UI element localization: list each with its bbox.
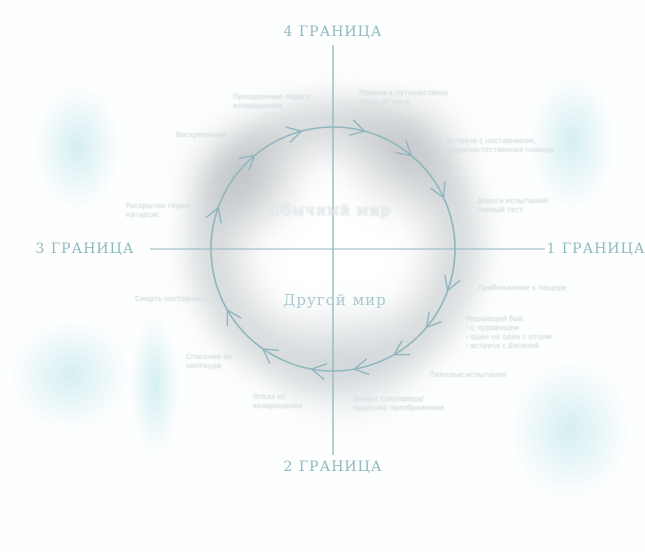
arrow-mark: [285, 126, 303, 144]
stage-label: Воскрешение: [176, 131, 227, 139]
cloud: [180, 110, 310, 250]
stage-label: Спасение из ниоткуда: [186, 353, 232, 370]
stage-label: Встреча с наставником, сверхъестественна…: [447, 137, 555, 154]
stage-label: Дорога испытаний/ первый тест: [477, 197, 549, 214]
arrow-mark: [444, 274, 461, 293]
hero-figure-warrior: [10, 320, 130, 430]
stage-label: Решающий бой: - с чудовищем - один на од…: [466, 315, 552, 350]
arrow-mark: [395, 140, 413, 157]
arrow-mark: [205, 205, 222, 224]
hero-figure-soldier: [130, 315, 180, 455]
stage-label: Приближение к пещере: [478, 284, 567, 292]
arrow-mark: [310, 363, 328, 380]
ordinary-world-label: Обычный мир: [268, 201, 392, 219]
journey-circle: [210, 126, 456, 372]
other-world-label: Другой мир: [283, 291, 387, 309]
arrow-mark: [261, 348, 280, 364]
stage-label: Преодоление порога возвращения: [233, 93, 311, 110]
border-1-label: 1 ГРАНИЦА: [546, 241, 645, 257]
hero-figure-orator: [510, 360, 630, 500]
arrow-mark: [352, 358, 370, 376]
hero-figure-wrestlers: [530, 75, 615, 210]
hero-figure-torch: [35, 85, 120, 210]
stage-label: Призыв к путешествию/ отказ от него: [359, 89, 448, 106]
border-3-label: 3 ГРАНИЦА: [35, 241, 135, 257]
arrow-mark: [238, 154, 256, 171]
border-2-label: 2 ГРАНИЦА: [283, 459, 383, 475]
stage-label: Захват сокровища/ чудесное преображение: [353, 395, 445, 412]
stage-label: Тяжелые испытания: [430, 371, 506, 379]
arrow-mark: [429, 181, 446, 199]
arrow-mark: [425, 311, 442, 329]
arrow-mark: [226, 308, 242, 327]
arrow-mark: [348, 119, 366, 136]
stage-label: Смерть наставника: [135, 295, 208, 303]
border-4-label: 4 ГРАНИЦА: [283, 24, 383, 40]
stage-label: Раскрытие героя/ катарсис: [126, 202, 191, 219]
arrow-mark: [392, 340, 411, 356]
stage-label: Отказ от возвращения: [253, 393, 303, 410]
